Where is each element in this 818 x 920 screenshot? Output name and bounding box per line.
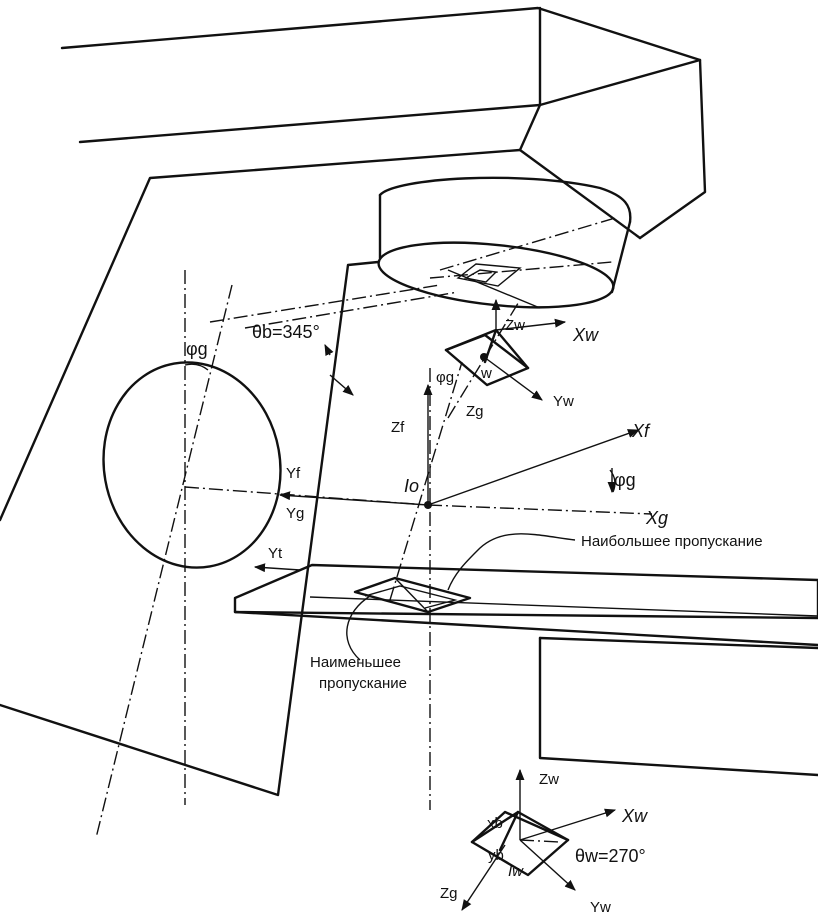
isocenter-point — [424, 501, 432, 509]
min-transmission-label-line2: пропускание — [319, 675, 407, 692]
diagram-labels: θb=345° φg φg φg Zw Xw Yw w Zg Zf Xf Io … — [186, 317, 763, 916]
iw-label: Iw — [508, 863, 524, 880]
lower-wedge-box — [461, 768, 617, 911]
yw-bottom-label: Yw — [590, 899, 611, 916]
phi-g-right-label: φg — [614, 470, 636, 490]
angle-arcs — [184, 363, 616, 493]
phi-g-left-label: φg — [186, 339, 208, 359]
yt-label: Yt — [268, 545, 283, 562]
zf-label: Zf — [391, 419, 405, 436]
reference-lines — [95, 270, 653, 839]
beam-lines — [209, 217, 616, 329]
gantry-outline — [0, 6, 707, 797]
zg-top-label: Zg — [466, 403, 484, 420]
xb-label: xb — [487, 815, 503, 832]
yb-label: yb — [488, 847, 504, 864]
xw-top-label: Xw — [572, 325, 599, 345]
theta-b-label: θb=345° — [252, 322, 320, 342]
yf-label: Yf — [286, 465, 301, 482]
zw-bottom-label: Zw — [539, 771, 559, 788]
zw-top-label: Zw — [505, 317, 525, 334]
xw-bottom-label: Xw — [621, 806, 648, 826]
zg-bottom-label: Zg — [440, 885, 458, 902]
annotation-leaders — [346, 533, 576, 661]
yw-top-label: Yw — [553, 393, 574, 410]
w-top-label: w — [480, 365, 492, 382]
collimator-head — [377, 176, 632, 309]
xf-label: Xf — [631, 421, 651, 441]
yg-label: Yg — [286, 505, 304, 522]
treatment-table — [233, 563, 818, 777]
max-transmission-label: Наибольшее пропускание — [581, 533, 763, 550]
theta-w-label: θw=270° — [575, 846, 646, 866]
io-label: Io — [404, 476, 419, 496]
xg-label: Xg — [645, 508, 668, 528]
phi-g-center-label: φg — [436, 369, 454, 386]
gantry-circle — [102, 361, 282, 569]
min-transmission-label-line1: Наименьшее — [310, 654, 401, 671]
